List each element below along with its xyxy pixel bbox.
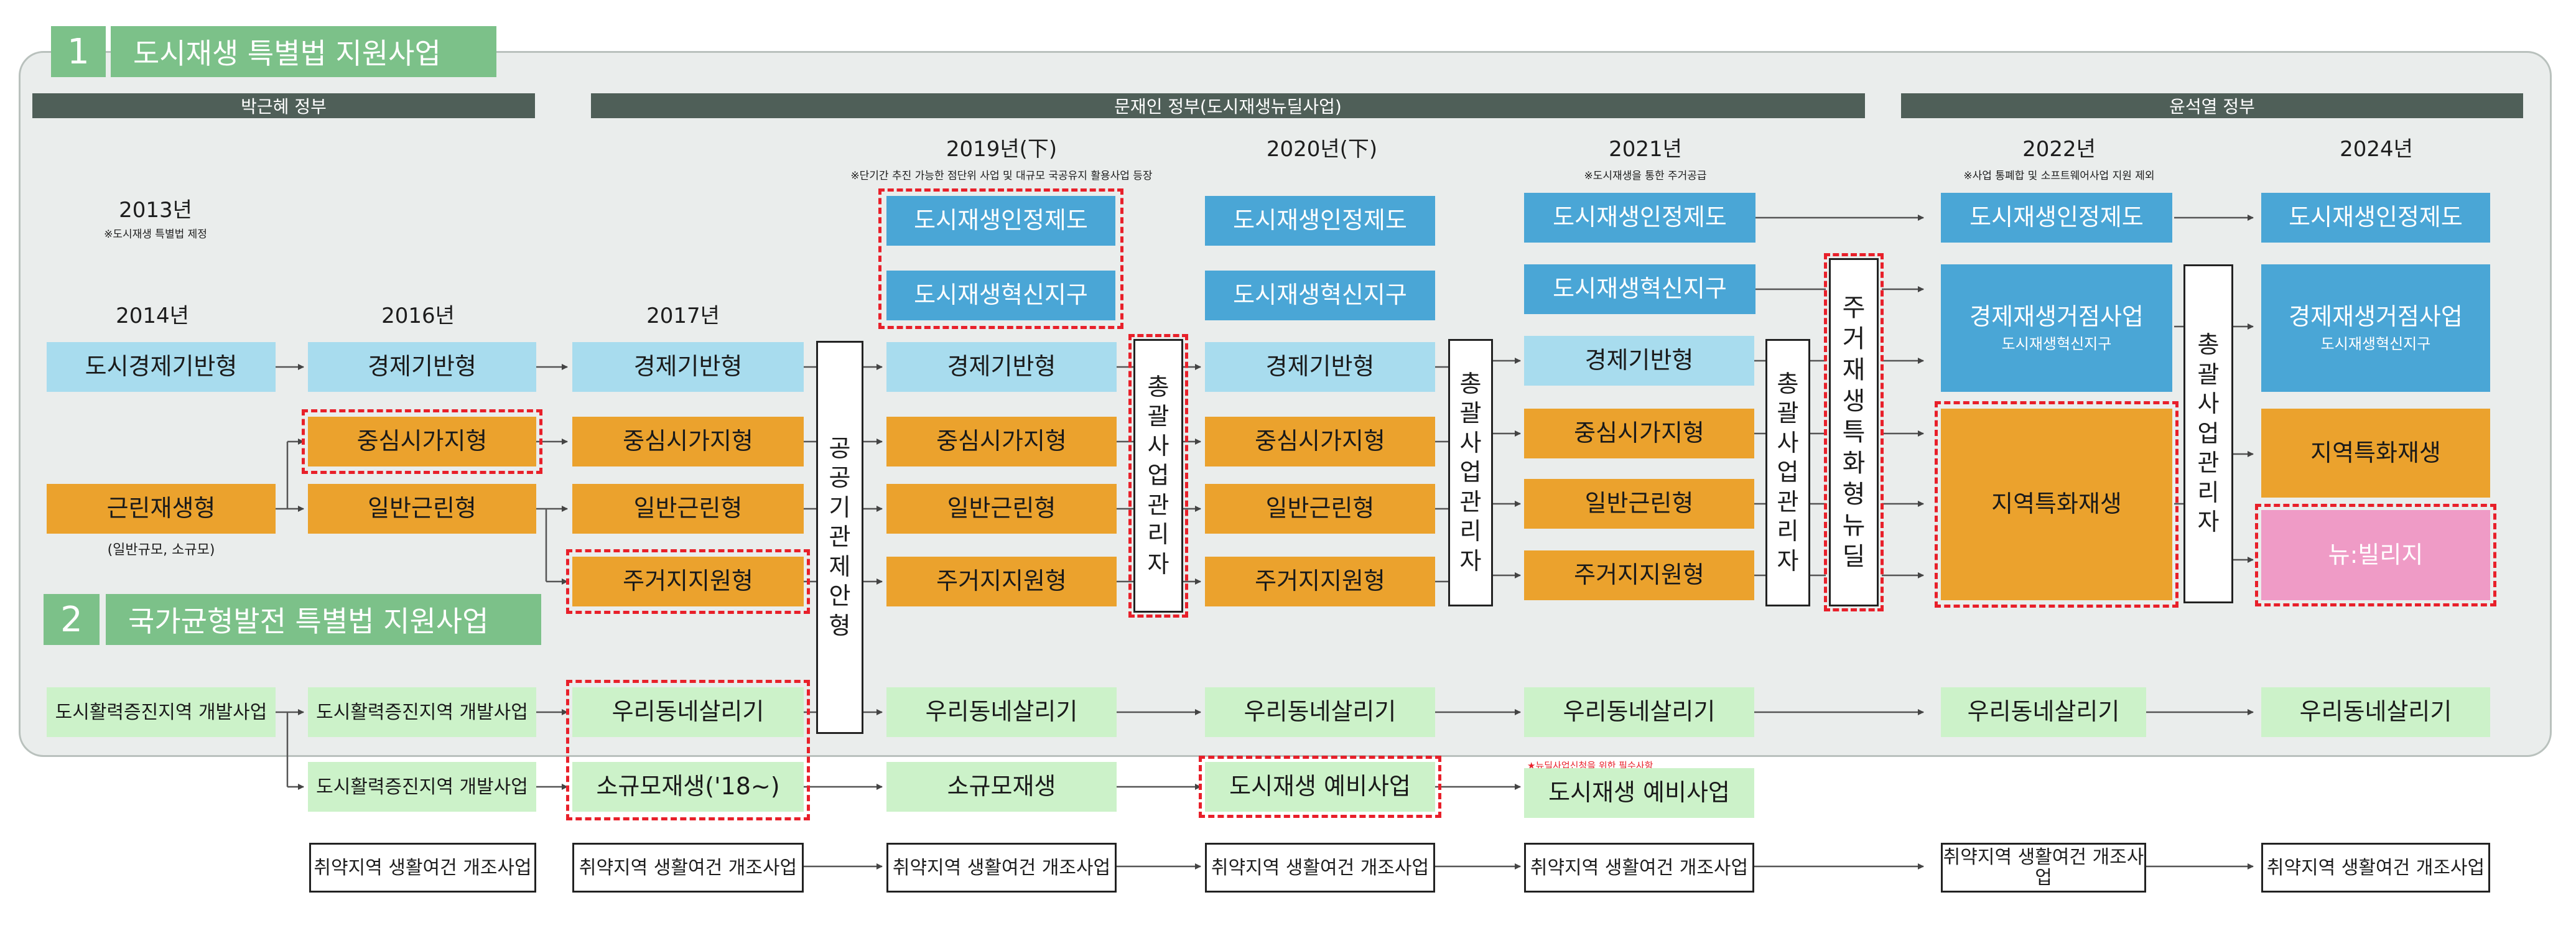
certification-2022: 도시재생인정제도	[1941, 193, 2172, 243]
gov-bar-moon: 문재인 정부(도시재생뉴딜사업)	[591, 93, 1865, 118]
section-1-title: 도시재생 특별법 지원사업	[111, 26, 496, 77]
economic-type-2020: 경제기반형	[1205, 342, 1435, 392]
year-2019: 2019년(下)	[946, 137, 1058, 162]
central-type-2017: 중심시가지형	[572, 417, 804, 466]
certification-2020: 도시재생인정제도	[1205, 196, 1435, 246]
housing-support-type-2017: 주거지지원형	[572, 557, 804, 606]
central-type-2021: 중심시가지형	[1524, 409, 1754, 458]
housing-support-type-2020: 주거지지원형	[1205, 557, 1435, 606]
year-2014: 2014년	[116, 304, 189, 328]
year-2013: 2013년	[119, 198, 192, 223]
innovation-district-2021: 도시재생혁신지구	[1524, 264, 1755, 314]
housing-support-type-2019: 주거지지원형	[886, 557, 1117, 606]
highlight-central-2016	[302, 409, 542, 474]
regional-regeneration-2024: 지역특화재생	[2261, 409, 2490, 498]
economic-type-2016: 경제기반형	[308, 342, 536, 392]
certification-2019: 도시재생인정제도	[886, 196, 1115, 246]
general-type-2017: 일반근린형	[572, 484, 804, 534]
highlight-prelim-2020	[1199, 756, 1441, 818]
innovation-district-2019: 도시재생혁신지구	[886, 271, 1115, 320]
small-scale-2017: 소규모재생('18~)	[572, 762, 804, 812]
economic-type-2019: 경제기반형	[886, 342, 1117, 392]
year-2021: 2021년	[1609, 137, 1682, 162]
economic-hub-sub-2022: 도시재생혁신지구	[2001, 335, 2112, 353]
section-1-number: 1	[51, 26, 106, 77]
innovation-district-2020: 도시재생혁신지구	[1205, 271, 1435, 320]
general-project-manager-2020: 총괄사업관리자	[1448, 339, 1493, 606]
section-2-number: 2	[44, 594, 100, 645]
highlight-2019-new	[878, 188, 1123, 329]
general-project-manager-2019: 총괄사업관리자	[1133, 339, 1183, 613]
central-type-2016: 중심시가지형	[308, 417, 536, 466]
economic-type-2017: 경제기반형	[572, 342, 804, 392]
year-2016: 2016년	[381, 304, 455, 328]
highlight-2017-balanced	[566, 680, 810, 820]
housing-support-type-2021: 주거지지원형	[1524, 550, 1754, 600]
general-type-2021: 일반근린형	[1524, 479, 1754, 529]
year-2019-note: ※단기간 추진 가능한 점단위 사업 및 대규모 국공유지 활용사업 등장	[850, 170, 1153, 182]
vulnerable-area-2017: 취약지역 생활여건 개조사업	[572, 843, 804, 893]
year-2022: 2022년	[2022, 137, 2096, 162]
general-type-2016: 일반근린형	[308, 484, 536, 534]
economic-hub-sub-2024: 도시재생혁신지구	[2320, 335, 2431, 353]
vulnerable-area-2024: 취약지역 생활여건 개조사업	[2261, 843, 2490, 893]
gov-bar-yoon: 윤석열 정부	[1901, 93, 2523, 118]
our-village-2017: 우리동네살리기	[572, 687, 804, 737]
highlight-regional-2022	[1935, 401, 2178, 608]
vulnerable-area-2019: 취약지역 생활여건 개조사업	[886, 843, 1117, 893]
certification-2024: 도시재생인정제도	[2261, 193, 2490, 243]
public-institution-proposal-box: 공공기관 제안형	[816, 341, 863, 734]
vulnerable-area-2022: 취약지역 생활여건 개조사업	[1941, 843, 2146, 893]
year-2022-note: ※사업 통폐합 및 소프트웨어사업 지원 제외	[1963, 170, 2155, 182]
year-2021-note: ※도시재생을 통한 주거공급	[1584, 170, 1707, 182]
neighborhood-regeneration-2014: 근린재생형	[47, 484, 276, 534]
general-type-2020: 일반근린형	[1205, 484, 1435, 534]
vulnerable-area-2020: 취약지역 생활여건 개조사업	[1205, 843, 1435, 893]
general-type-2019: 일반근린형	[886, 484, 1117, 534]
small-scale-2019: 소규모재생	[886, 762, 1117, 812]
economic-type-2021: 경제기반형	[1524, 336, 1754, 386]
highlight-new-village	[2255, 504, 2496, 606]
highlight-housing-newdeal	[1824, 253, 1884, 611]
economic-hub-title-2022: 경제재생거점사업	[1969, 302, 2144, 330]
neighborhood-note: (일반규모, 소규모)	[107, 542, 215, 558]
certification-2021: 도시재생인정제도	[1524, 193, 1755, 243]
vitality-dev-2016-b: 도시활력증진지역 개발사업	[308, 762, 536, 812]
economic-hub-title-2024: 경제재생거점사업	[2289, 302, 2463, 330]
our-village-2019: 우리동네살리기	[886, 687, 1117, 737]
new-village-2024: 뉴:빌리지	[2261, 510, 2490, 600]
general-project-manager-2021: 총괄사업관리자	[1765, 339, 1810, 606]
urban-economic-type-2014: 도시경제기반형	[47, 342, 276, 392]
housing-newdeal-box: 주거재생특화형뉴딜	[1829, 258, 1879, 606]
year-2020: 2020년(下)	[1266, 137, 1378, 162]
our-village-2024: 우리동네살리기	[2261, 687, 2490, 737]
section-2-title: 국가균형발전 특별법 지원사업	[106, 594, 541, 645]
vulnerable-area-2016: 취약지역 생활여건 개조사업	[309, 843, 536, 893]
year-2017: 2017년	[646, 304, 720, 328]
highlight-housing-2017	[566, 549, 810, 614]
year-2024: 2024년	[2340, 137, 2413, 162]
our-village-2021: 우리동네살리기	[1524, 687, 1754, 737]
prelim-project-2021: 도시재생 예비사업	[1524, 768, 1754, 818]
our-village-2022: 우리동네살리기	[1941, 687, 2146, 737]
vitality-dev-2016-a: 도시활력증진지역 개발사업	[308, 687, 536, 737]
general-project-manager-2022: 총괄사업관리자	[2183, 264, 2233, 603]
economic-hub-2024: 경제재생거점사업 도시재생혁신지구	[2261, 264, 2490, 392]
regional-regeneration-2022: 지역특화재생	[1941, 409, 2172, 600]
economic-hub-2022: 경제재생거점사업 도시재생혁신지구	[1941, 264, 2172, 392]
gov-bar-park: 박근혜 정부	[32, 93, 535, 118]
central-type-2019: 중심시가지형	[886, 417, 1117, 466]
our-village-2020: 우리동네살리기	[1205, 687, 1435, 737]
highlight-manager-2019	[1128, 334, 1188, 618]
prelim-project-2020: 도시재생 예비사업	[1205, 762, 1435, 812]
year-2013-note: ※도시재생 특별법 제정	[104, 228, 207, 241]
central-type-2020: 중심시가지형	[1205, 417, 1435, 466]
vitality-dev-2014: 도시활력증진지역 개발사업	[47, 687, 276, 737]
vulnerable-area-2021: 취약지역 생활여건 개조사업	[1524, 843, 1754, 893]
